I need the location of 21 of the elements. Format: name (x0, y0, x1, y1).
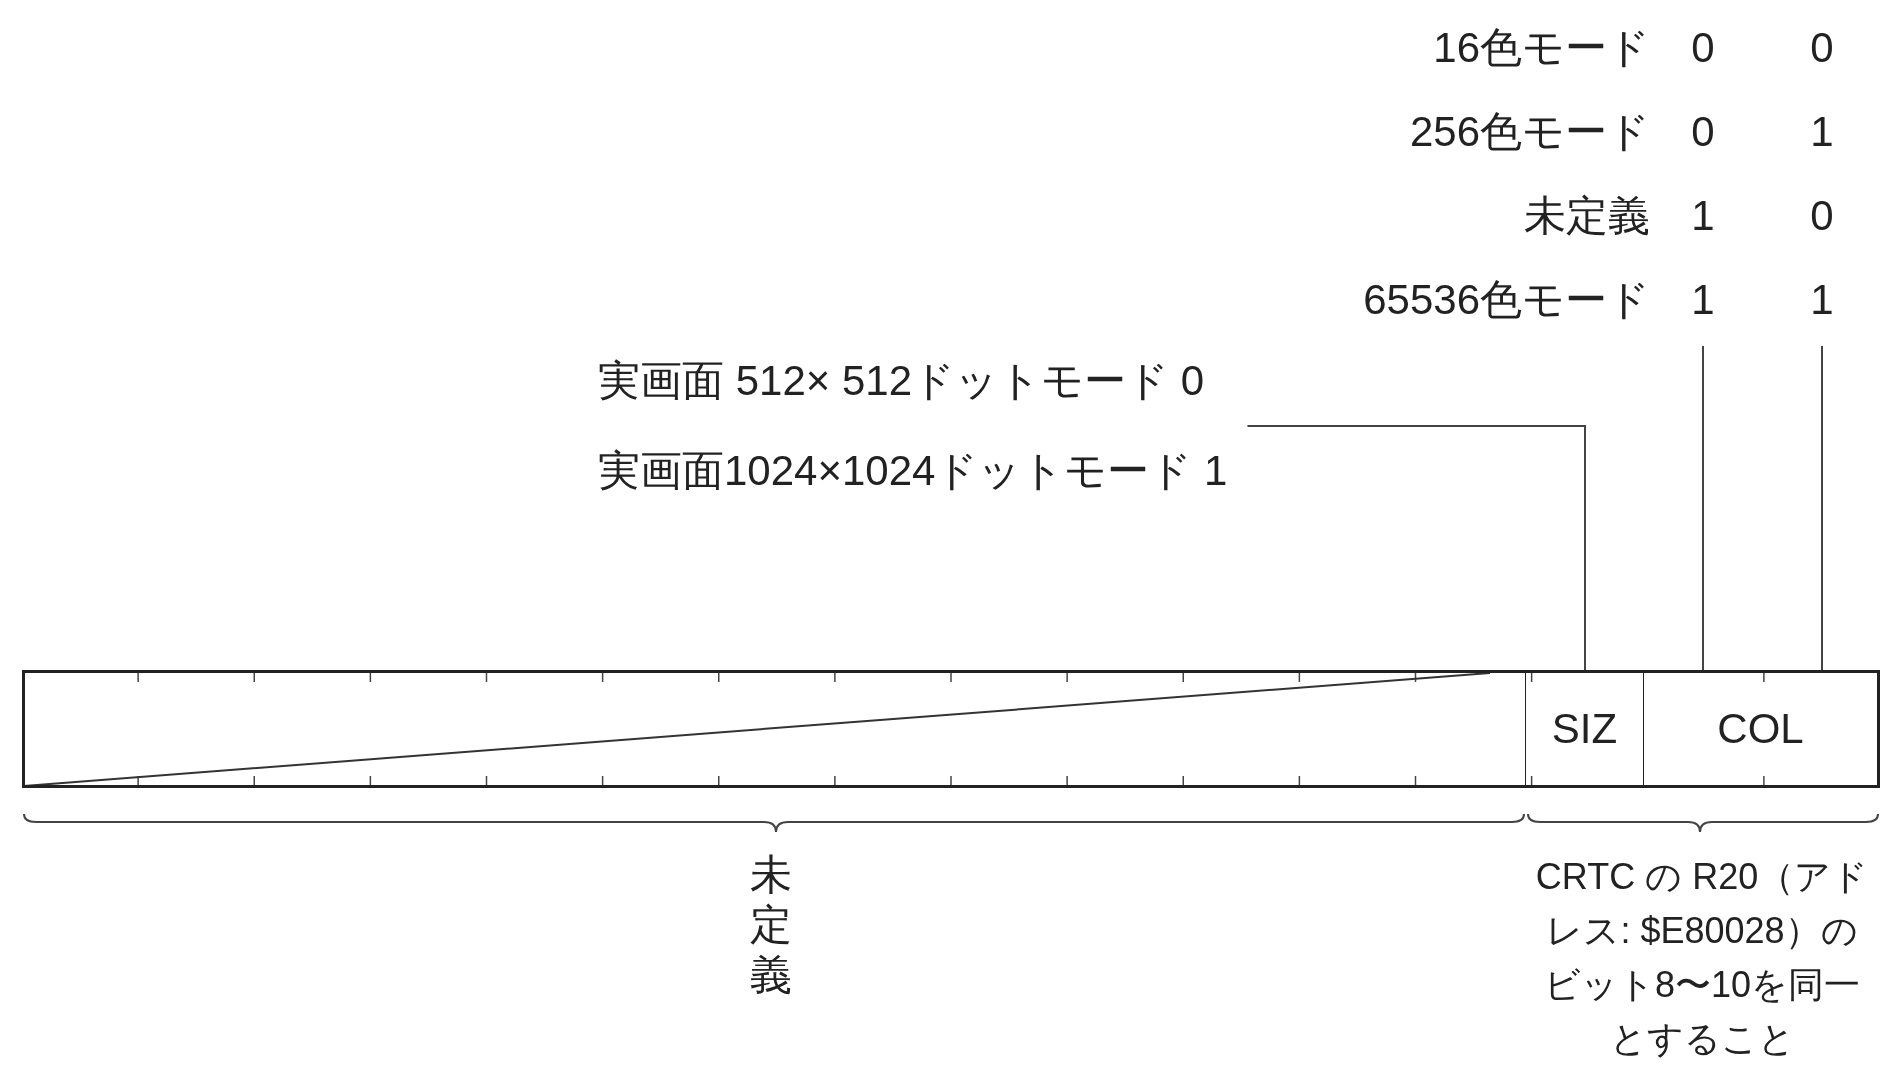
leader-line (1702, 345, 1704, 671)
bit-value: 1 (1809, 107, 1835, 157)
bit-value: 1 (1809, 275, 1835, 325)
field-note: CRTC の R20（アドレス: $E80028）のビット8〜10を同一とすること (1534, 855, 1870, 1061)
bit-value: 1 (1690, 191, 1716, 241)
bit-field-cell: COL (1644, 670, 1880, 788)
bit-value: 0 (1690, 107, 1716, 157)
mode-name: 未定義 (1523, 191, 1650, 241)
bit-field-cell: SIZ (1526, 670, 1644, 788)
mode-option: 実画面 512× 512ドットモード 0 (598, 336, 1228, 426)
mode-name: 256色モード (1408, 107, 1650, 157)
field-caption: 未定義 (750, 850, 793, 1000)
mode-name: 16色モード (1432, 23, 1650, 73)
bit-value: 0 (1809, 23, 1835, 73)
bit-value: 0 (1690, 23, 1716, 73)
bit-value: 0 (1809, 191, 1835, 241)
leader-line (1821, 345, 1823, 671)
leader-line (1246, 425, 1586, 671)
mode-option: 実画面1024×1024ドットモード 1 (598, 426, 1228, 516)
bit-value: 1 (1690, 275, 1716, 325)
mode-name: 65536色モード (1362, 275, 1650, 325)
